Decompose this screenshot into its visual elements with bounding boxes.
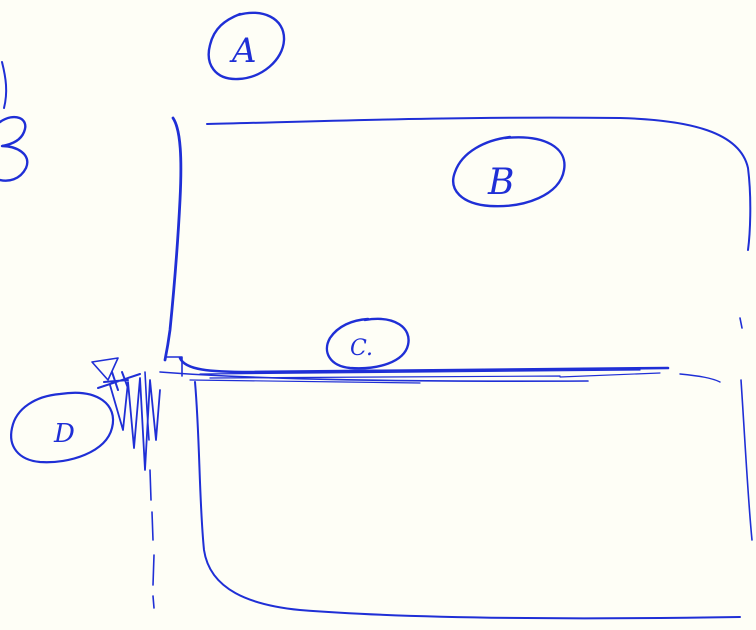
circle-a bbox=[207, 11, 286, 81]
line-c-hatch bbox=[189, 369, 661, 384]
label-a-group: A bbox=[207, 11, 286, 81]
spike-d-peaks bbox=[109, 377, 161, 471]
small-tick-near-axis bbox=[166, 356, 183, 377]
circle-d bbox=[10, 391, 115, 464]
region-b-right-edge bbox=[739, 317, 753, 541]
vertical-axis-line bbox=[163, 116, 183, 362]
line-c-tail bbox=[679, 373, 721, 383]
circle-c bbox=[325, 317, 410, 370]
line-c-lower bbox=[159, 371, 589, 382]
line-c-upper bbox=[178, 356, 670, 374]
edge-label-b-group: B bbox=[0, 115, 29, 182]
label-d-group: D bbox=[10, 391, 115, 464]
spike-d-center-line bbox=[144, 371, 150, 441]
label-c: C. bbox=[350, 336, 373, 361]
region-b-boundary-top-right bbox=[206, 116, 752, 251]
spike-d-crossbar bbox=[97, 371, 141, 391]
region-b-boundary-bottom bbox=[194, 381, 741, 620]
line-c-group bbox=[159, 356, 721, 384]
spike-d-triangle bbox=[91, 357, 119, 381]
label-b-group: B bbox=[452, 135, 566, 208]
edge-mark-top-left bbox=[1, 61, 8, 109]
circle-b bbox=[452, 135, 566, 208]
label-d: D bbox=[53, 419, 75, 449]
label-b: B bbox=[487, 162, 514, 203]
dashed-vertical-line bbox=[149, 469, 155, 609]
label-a: A bbox=[229, 31, 257, 71]
edge-b-stroke bbox=[0, 115, 29, 182]
label-c-group: C. bbox=[325, 317, 410, 370]
spike-d-group bbox=[91, 357, 161, 609]
